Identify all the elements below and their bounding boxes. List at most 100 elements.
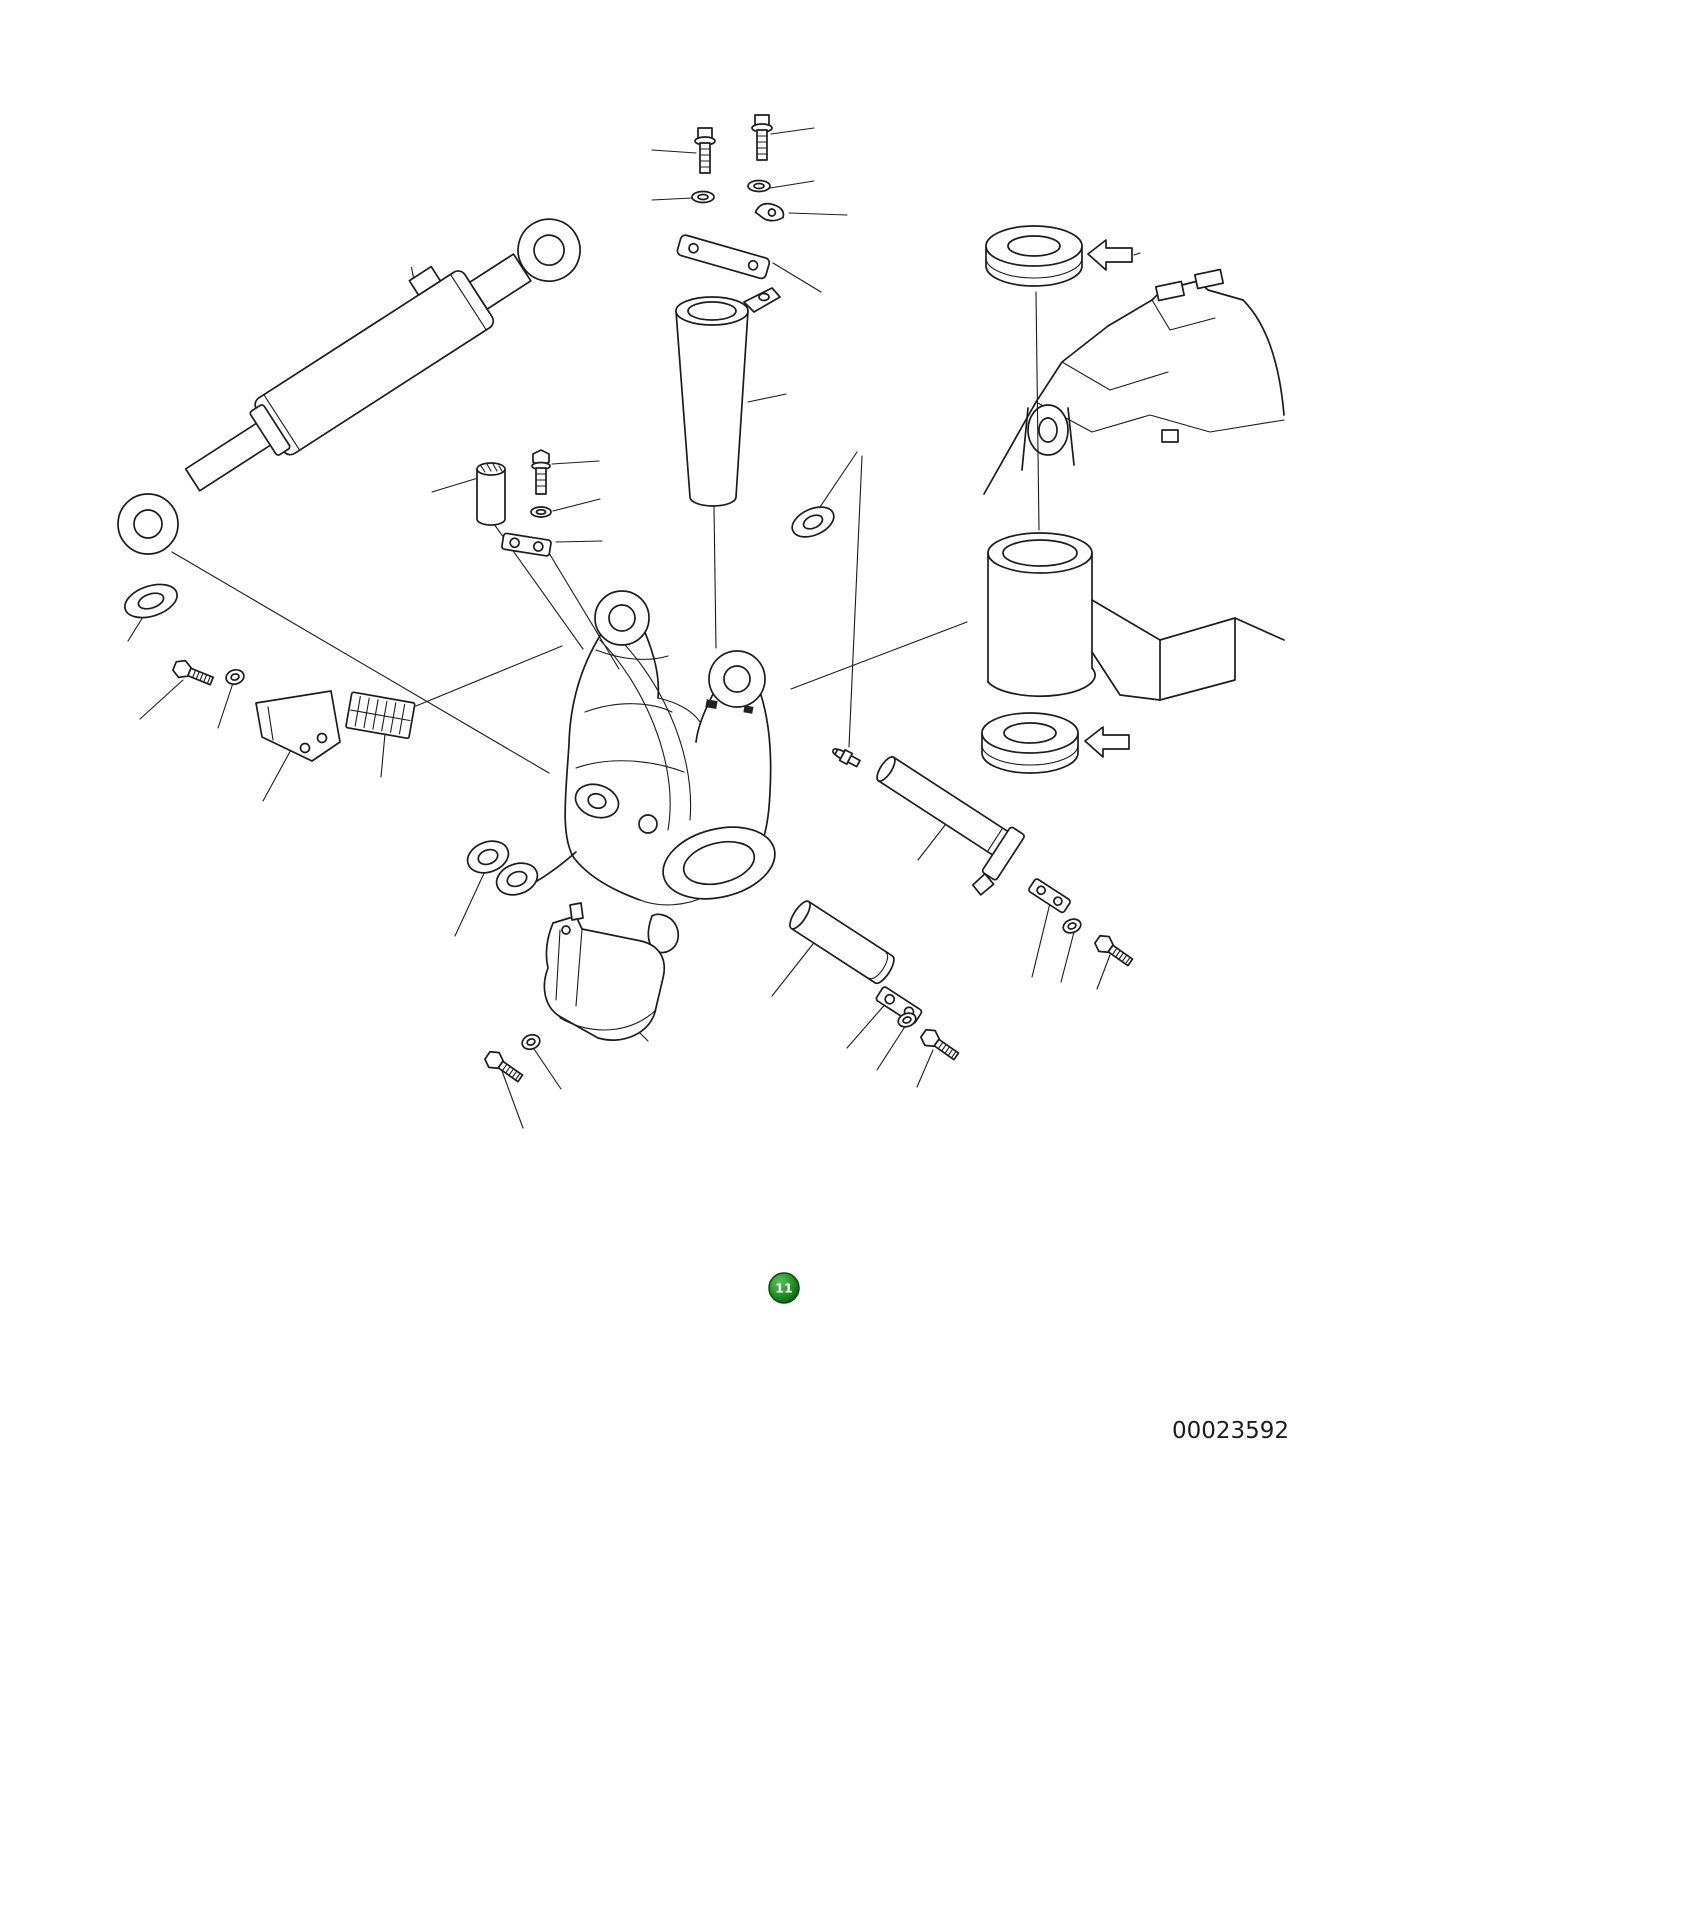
leader-line — [501, 1070, 524, 1129]
washer-bore — [802, 514, 824, 530]
bracket-hole — [316, 732, 328, 744]
bolt-shaft — [535, 467, 547, 495]
plate-hole — [884, 993, 896, 1005]
leader-line — [555, 540, 603, 543]
frame-centerline — [1035, 291, 1040, 531]
swing-frame — [983, 268, 1285, 701]
washer-right — [1060, 915, 1084, 937]
plate-hole — [509, 537, 520, 549]
leader-line — [651, 197, 693, 201]
pin-end-face — [876, 756, 896, 782]
cylinder-port-block — [408, 265, 442, 296]
washer-bottom-left — [521, 1033, 541, 1051]
frame-detail — [1151, 299, 1216, 331]
pivot-washer — [495, 862, 539, 896]
frame-mount-bore — [1038, 417, 1058, 443]
bushing-groove — [985, 257, 1083, 279]
hex-bolt-bottom — [917, 1025, 963, 1065]
leader-line — [548, 552, 620, 670]
leader-line — [1060, 931, 1075, 983]
bracket-dark-detail — [743, 705, 754, 714]
frame-edge — [1242, 299, 1285, 416]
cylinder-barrel — [254, 270, 495, 456]
leader-line — [846, 1000, 889, 1049]
callout-balloon[interactable]: 11 — [768, 1272, 800, 1304]
boom-guard-plate — [543, 902, 666, 1041]
plate-body — [501, 532, 552, 557]
leader-line — [1133, 252, 1141, 256]
frame-lug — [1154, 280, 1186, 302]
washer-bore — [697, 193, 709, 201]
pin-keeper-flag — [981, 826, 1025, 881]
bracket-side-boss — [574, 783, 620, 819]
guard-edge-line — [559, 1009, 657, 1031]
barrel-weld-line — [263, 394, 301, 451]
frame-edge — [983, 299, 1153, 495]
leader-line — [747, 393, 787, 403]
pivot-pin-tube — [675, 287, 781, 649]
thrust-washer — [124, 583, 178, 619]
leader-line — [431, 477, 479, 493]
keeper-plate-right — [1028, 878, 1071, 914]
hex-bolt-right — [1091, 931, 1137, 971]
hex-bolt-bottom-left — [481, 1047, 527, 1087]
bracket-small-hole — [638, 814, 658, 834]
frame-detail — [1161, 429, 1179, 443]
frame-edge — [1159, 617, 1236, 701]
bracket-rib — [575, 760, 685, 773]
washer-bore — [477, 848, 499, 866]
leader-line — [415, 645, 563, 707]
bracket-outline — [757, 691, 772, 853]
guard-fold-line — [575, 928, 583, 1007]
leader-line — [1031, 898, 1052, 978]
frame-detail — [1021, 407, 1075, 471]
leader-line — [817, 451, 858, 511]
mount-bolt-vertical — [531, 449, 551, 495]
bushing-bore — [1007, 235, 1061, 257]
leader-line — [217, 682, 234, 729]
leader-line — [551, 460, 600, 465]
guard-plate-tab — [569, 902, 584, 921]
washer-bore — [506, 870, 528, 888]
bracket-outline — [531, 851, 577, 885]
hose-fitting-bolt-1 — [694, 127, 716, 174]
bushing-groove — [981, 744, 1079, 766]
washer-left — [225, 668, 245, 686]
shim-block — [345, 691, 416, 740]
lock-pin — [476, 462, 506, 526]
leader-line — [770, 127, 815, 135]
shim-washer — [791, 506, 835, 538]
grease-fitting — [832, 748, 861, 768]
plate-body — [1028, 878, 1071, 914]
washer-small — [530, 506, 552, 518]
washer-pair — [466, 840, 539, 896]
leader-line — [790, 621, 968, 690]
hose-fitting-bolt-2 — [751, 114, 773, 161]
tube-bore — [687, 301, 737, 321]
callout-number: 11 — [775, 1281, 792, 1296]
frame-boom-bore — [1002, 539, 1078, 567]
tab-hole — [758, 292, 770, 302]
washer-bore — [137, 592, 165, 610]
bracket-rib — [657, 697, 701, 723]
seal-washer-2 — [747, 179, 771, 193]
leader-line — [533, 1048, 562, 1090]
hydraulic-cylinder — [184, 218, 581, 492]
guard-hole — [561, 925, 571, 935]
pin-chamfer — [869, 952, 889, 980]
leader-line — [772, 262, 822, 293]
clamp-plate — [676, 234, 771, 280]
bracket-upper-right-lug-bore — [723, 665, 751, 693]
callout-circle[interactable] — [768, 1272, 800, 1304]
leader-line — [454, 868, 487, 937]
insert-arrow-lower — [1084, 726, 1130, 758]
tube-centerline — [713, 506, 717, 649]
tube-body — [675, 310, 749, 507]
bracket-dark-detail — [705, 699, 718, 709]
seal-washer-1 — [691, 190, 715, 204]
bracket-outline — [643, 629, 660, 699]
bracket-bottom-boss — [662, 826, 776, 900]
clamp-hole — [767, 208, 777, 217]
bushing-upper — [985, 225, 1083, 287]
